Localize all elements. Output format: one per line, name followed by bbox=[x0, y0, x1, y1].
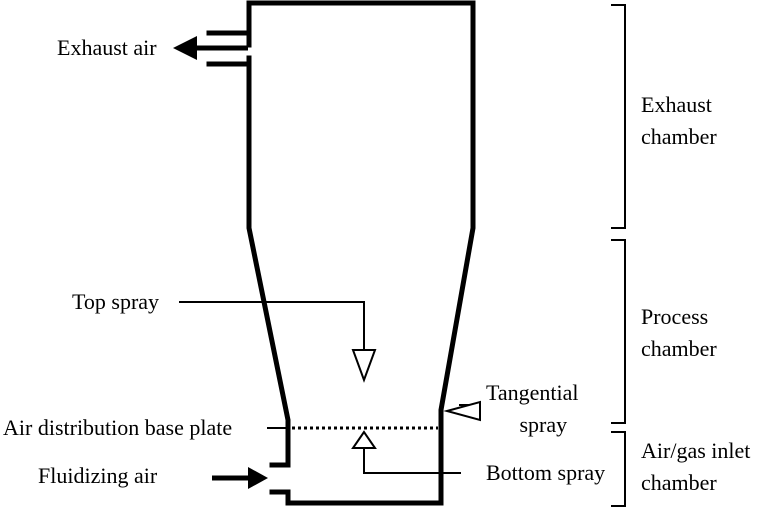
tangential-spray-line-2: spray bbox=[519, 412, 568, 437]
inlet-chamber-label: Air/gas inlet chamber bbox=[641, 435, 750, 499]
top-spray-leader bbox=[179, 301, 365, 351]
inlet-chamber-bracket bbox=[611, 431, 626, 507]
inlet-chamber-line-1: Air/gas inlet bbox=[641, 438, 751, 463]
top-spray-nozzle-icon bbox=[351, 349, 377, 383]
bottom-spray-label: Bottom spray bbox=[486, 460, 606, 485]
vessel-left-wall bbox=[246, 0, 476, 506]
exhaust-air-label: Exhaust air bbox=[57, 35, 157, 60]
top-spray-label: Top spray bbox=[72, 289, 160, 314]
tangential-spray-nozzle-icon bbox=[443, 400, 481, 422]
bottom-spray-nozzle-icon bbox=[351, 430, 377, 449]
exhaust-chamber-label: Exhaust chamber bbox=[641, 89, 717, 153]
vessel-left-lower-wall bbox=[246, 55, 291, 468]
exhaust-chamber-bracket bbox=[611, 4, 626, 229]
air-distribution-base-plate-label: Air distribution base plate bbox=[3, 415, 233, 440]
process-chamber-label: Process chamber bbox=[641, 301, 717, 365]
fluidizing-air-arrow-icon bbox=[212, 467, 268, 489]
fluidizing-air-label: Fluidizing air bbox=[38, 463, 158, 488]
exhaust-arrow-icon bbox=[173, 36, 248, 60]
process-chamber-bracket bbox=[611, 239, 626, 424]
process-chamber-line-2: chamber bbox=[641, 336, 717, 361]
exhaust-chamber-line-1: Exhaust bbox=[641, 92, 712, 117]
inlet-chamber-line-2: chamber bbox=[641, 470, 717, 495]
exhaust-chamber-line-2: chamber bbox=[641, 124, 717, 149]
tangential-spray-line-1: Tangential bbox=[486, 380, 579, 405]
bottom-spray-leader bbox=[363, 445, 461, 474]
tangential-spray-label: Tangential spray bbox=[486, 377, 579, 441]
process-chamber-line-1: Process bbox=[641, 304, 709, 329]
